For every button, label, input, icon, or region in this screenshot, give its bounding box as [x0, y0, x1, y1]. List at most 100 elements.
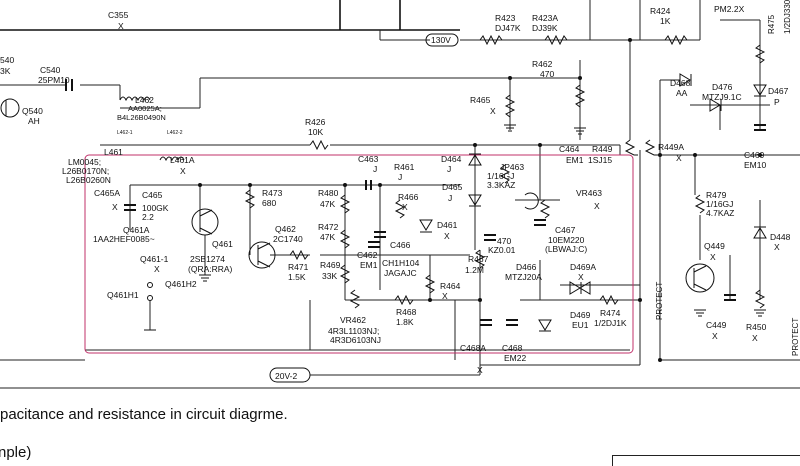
label-r461: R461	[394, 162, 415, 172]
label-r469-value: 33K	[322, 271, 337, 281]
label-r475: R475	[767, 14, 776, 34]
label-pm22x: PM2.2X	[714, 4, 745, 14]
label-470-value: KZ0.01	[488, 245, 516, 255]
label-r471: R471	[288, 262, 309, 272]
label-c465-v2: 2.2	[142, 212, 154, 222]
label-d469: D469	[570, 310, 591, 320]
label-r469: R469	[320, 260, 341, 270]
label-d448: D448	[770, 232, 791, 242]
label-r462-value: 470	[540, 69, 554, 79]
label-protect-1: PROTECT	[655, 282, 664, 320]
label-r473: R473	[262, 188, 283, 198]
label-c462-value: EM1	[360, 260, 378, 270]
label-d476-value: MTZJ9.1C	[702, 92, 742, 102]
label-c469: C469	[744, 150, 765, 160]
label-bottom-x: X	[477, 365, 483, 375]
label-q462: Q462	[275, 224, 296, 234]
label-r426-value: 10K	[308, 127, 323, 137]
label-c540: C540	[40, 65, 61, 75]
label-c449-value: X	[712, 331, 718, 341]
label-r474: R474	[600, 308, 621, 318]
label-vr463: VR463	[576, 188, 602, 198]
label-r466-value: X	[402, 202, 408, 212]
svg-text:130V: 130V	[431, 35, 451, 45]
label-r461-value: J	[398, 172, 402, 182]
label-r423-value: DJ47K	[495, 23, 521, 33]
label-2sb1274-value: (QRA:RRA)	[188, 264, 233, 274]
label-c355-value: X	[118, 21, 124, 31]
label-q461a-value: 1AA2HEF0085~	[93, 234, 155, 244]
label-d461: D461	[437, 220, 458, 230]
label-lm0045-2: L26B0170N;	[62, 166, 109, 176]
label-r472: R472	[318, 222, 339, 232]
label-q461: Q461	[212, 239, 233, 249]
label-r450: R450	[746, 322, 767, 332]
label-l462-v2: B4L26B0490N	[117, 113, 166, 122]
label-r464-value: X	[442, 291, 448, 301]
label-l461: L461	[104, 147, 123, 157]
label-c467-v1: 10EM220	[548, 235, 585, 245]
label-540: 540	[0, 55, 14, 65]
label-r426: R426	[305, 117, 326, 127]
label-r449a-value: X	[676, 153, 682, 163]
svg-text:20V-2: 20V-2	[275, 371, 297, 381]
label-c464-value: EM1	[566, 155, 584, 165]
label-r465-value: X	[490, 106, 496, 116]
label-r479: R479	[706, 190, 727, 200]
label-d469a-value: X	[578, 272, 584, 282]
label-l461a: L461A	[170, 155, 195, 165]
label-d466-value: MTZJ20A	[505, 272, 542, 282]
label-r423: R423	[495, 13, 516, 23]
label-c468: C468	[502, 343, 523, 353]
label-r467: R467	[468, 254, 489, 264]
label-c355: C355	[108, 10, 129, 20]
label-r423a-value: DJ39K	[532, 23, 558, 33]
label-c467-v2: (LBWAJ:C)	[545, 244, 587, 254]
label-r480-value: 47K	[320, 199, 335, 209]
label-l462-v1: AA0025A;	[128, 104, 162, 113]
label-q461-1-value: X	[154, 264, 160, 274]
label-r449: R449	[592, 144, 613, 154]
label-r473-value: 680	[262, 198, 276, 208]
label-q461-1: Q461-1	[140, 254, 169, 264]
label-l461a-value: X	[180, 166, 186, 176]
label-r449-value: 1SJ15	[588, 155, 612, 165]
protect-circuit-boundary	[84, 154, 634, 354]
label-r466: R466	[398, 192, 419, 202]
label-r465: R465	[470, 95, 491, 105]
label-c468-value: EM22	[504, 353, 526, 363]
label-lm0045-1: LM0045;	[68, 157, 101, 167]
label-q461a: Q461A	[123, 225, 150, 235]
label-q449-value: X	[710, 252, 716, 262]
label-jp463: JP463	[500, 162, 524, 172]
label-jagajc: JAGAJC	[384, 268, 417, 278]
label-c462: C462	[357, 250, 378, 260]
label-c469-value: EM10	[744, 160, 766, 170]
label-jp463-v2: 3.3KAZ	[487, 180, 515, 190]
label-d467: D467	[768, 86, 789, 96]
label-540-value: 3K	[0, 66, 11, 76]
label-c465a-value: X	[112, 202, 118, 212]
label-d469a: D469A	[570, 262, 596, 272]
label-r479-v2: 4.7KAZ	[706, 208, 734, 218]
label-c463-value: J	[373, 164, 377, 174]
label-r480: R480	[318, 188, 339, 198]
label-q540: Q540	[22, 106, 43, 116]
label-c465: C465	[142, 190, 163, 200]
label-r472-value: 47K	[320, 232, 335, 242]
label-r471-value: 1.5K	[288, 272, 306, 282]
label-lm0045-3: L26B0260N	[66, 175, 111, 185]
label-d465-value: J	[448, 193, 452, 203]
label-c466: C466	[390, 240, 411, 250]
label-vr463-value: X	[594, 201, 600, 211]
label-vr462-v1: 4R3L1103NJ;	[328, 326, 379, 336]
label-c467: C467	[555, 225, 576, 235]
label-r474-value: 1/2DJ1K	[594, 318, 627, 328]
label-r462: R462	[532, 59, 553, 69]
label-d465: D465	[442, 182, 463, 192]
label-c449: C449	[706, 320, 727, 330]
label-r423a: R423A	[532, 13, 558, 23]
label-r468: R468	[396, 307, 417, 317]
question-caption: pacitance and resistance in circuit diag…	[0, 406, 288, 423]
label-vr462-v2: 4R3D6103NJ	[330, 335, 381, 345]
